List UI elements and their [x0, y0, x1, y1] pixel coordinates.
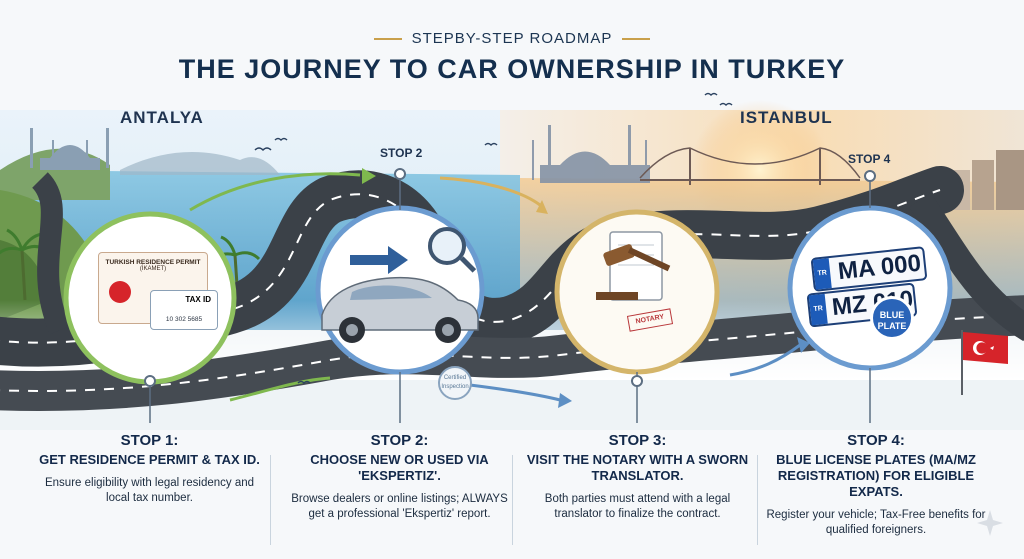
step-3-description: Both parties must attend with a legal tr…	[544, 493, 731, 520]
car-illustration	[321, 276, 479, 343]
divider-3	[757, 455, 758, 545]
tax-id-title: TAX ID	[185, 295, 211, 304]
map-label-stop2: STOP 2	[380, 146, 423, 160]
magnifier-icon	[428, 227, 466, 265]
istanbul-skyline	[532, 125, 650, 183]
plate-mz-strip: TR	[808, 293, 828, 326]
divider-1	[270, 455, 271, 545]
step-2-block: STOP 2: CHOOSE NEW OR USED VIA 'EKSPERTI…	[282, 432, 517, 522]
step-4-description: Register your vehicle; Tax-Free benefits…	[766, 509, 986, 536]
tax-id-number: 10 302 5685	[165, 316, 203, 323]
step-1-heading: STOP 1:	[120, 432, 179, 449]
gavel-icon	[596, 231, 671, 301]
antalya-mosque	[30, 128, 109, 170]
page-kicker: STEPBY-STEP ROADMAP	[0, 30, 1024, 47]
step-3-subheading: VISIT THE NOTARY WITH A SWORN TRANSLATOR…	[526, 452, 749, 483]
divider-2	[512, 455, 513, 545]
step-4-subheading: BLUE LICENSE PLATES (MA/MZ REGISTRATION)…	[776, 452, 976, 499]
journey-arrows	[189, 168, 810, 408]
step-3-heading: STOP 3:	[608, 432, 667, 449]
step-2-heading: STOP 2:	[370, 432, 429, 449]
permit-title: TURKISH RESIDENCE PERMIT	[105, 259, 201, 266]
permit-subtitle: (İKAMET)	[139, 266, 167, 272]
page-title: THE JOURNEY TO CAR OWNERSHIP IN TURKEY	[178, 54, 846, 84]
step-2-description: Browse dealers or online listings; ALWAY…	[291, 493, 508, 520]
certified-inspection-badge: Certified Inspection	[438, 366, 472, 400]
step-4-block: STOP 4: BLUE LICENSE PLATES (MA/MZ REGIS…	[762, 432, 990, 538]
city-label-istanbul: ISTANBUL	[740, 108, 833, 127]
step-3-block: STOP 3: VISIT THE NOTARY WITH A SWORN TR…	[520, 432, 755, 522]
plate-ma-strip: TR	[812, 258, 832, 290]
step-2-subheading: CHOOSE NEW OR USED VIA 'EKSPERTIZ'.	[310, 452, 489, 483]
step-4-heading: STOP 4:	[847, 432, 905, 449]
permit-flag-icon	[109, 281, 131, 303]
city-label-antalya: ANTALYA	[120, 108, 204, 127]
step-1-description: Ensure eligibility with legal residency …	[44, 477, 255, 504]
step-1-block: STOP 1: GET RESIDENCE PERMIT & TAX ID. E…	[32, 432, 267, 506]
blue-plate-badge: BLUE PLATE	[870, 296, 914, 340]
sparkle-icon	[977, 510, 1003, 536]
map-label-stop4: STOP 4	[848, 152, 891, 166]
birds	[254, 92, 733, 385]
car-arrow	[350, 246, 408, 274]
tax-id-card: TAX ID 10 302 5685	[150, 290, 218, 330]
turkish-flag-icon	[961, 330, 1008, 395]
step-1-subheading: GET RESIDENCE PERMIT & TAX ID.	[39, 452, 260, 467]
bosphorus-bridge	[639, 147, 861, 185]
plate-ma-text: MA 000	[836, 249, 923, 286]
